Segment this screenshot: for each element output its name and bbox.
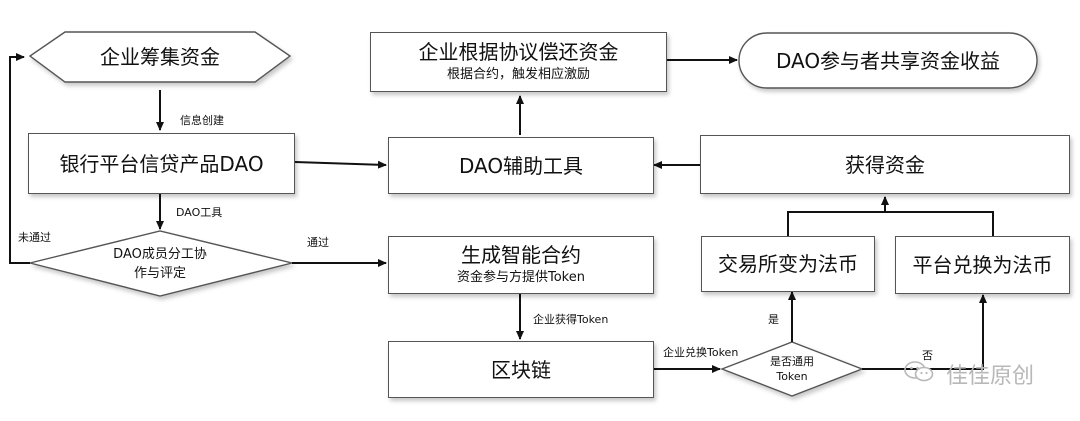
blockchain-node: 区块链 (388, 341, 654, 398)
edge-check-no (862, 294, 987, 370)
label-not-passed: 未通过 (18, 231, 51, 244)
contract-title: 生成智能合约 (461, 243, 581, 267)
repay-node: 企业根据协议偿还资金 根据合约，触发相应激励 (370, 32, 667, 92)
repay-title: 企业根据协议偿还资金 (418, 40, 619, 64)
label-exchange-token: 企业兑换Token (663, 346, 739, 359)
label-info-create: 信息创建 (180, 114, 224, 127)
exchange-fiat-node: 交易所变为法币 (701, 236, 875, 292)
edge-review-not-passed (9, 53, 30, 264)
label-no: 否 (922, 349, 933, 362)
repay-subtitle: 根据合约，触发相应激励 (446, 67, 590, 82)
share-returns-oval (738, 32, 1038, 89)
review-text-line1: DAO成员分工协 (113, 247, 207, 262)
share-returns-text: DAO参与者共享资金收益 (775, 48, 1001, 73)
edge-bank-to-tool (294, 160, 387, 169)
token-check-node: 是否通用 Token (742, 350, 842, 388)
review-text-line2: 作与评定 (133, 266, 186, 281)
dao-tool-text: DAO辅助工具 (458, 153, 584, 178)
label-get-token: 企业获得Token (533, 313, 609, 326)
label-yes: 是 (768, 313, 779, 326)
platform-fiat-node: 平台兑换为法币 (895, 236, 1070, 294)
label-dao-tool: DAO工具 (176, 206, 223, 219)
share-returns-node: DAO参与者共享资金收益 (739, 33, 1037, 88)
get-funds-text: 获得资金 (845, 152, 925, 177)
get-funds-node: 获得资金 (700, 135, 1070, 194)
raise-funds-text: 企业筹集资金 (100, 45, 220, 69)
wechat-logo-icon (903, 359, 935, 389)
bank-dao-text: 银行平台信贷产品DAO (59, 151, 264, 176)
watermark-text: 佳佳原创 (946, 364, 1035, 389)
label-passed: 通过 (307, 236, 329, 249)
edge-platform-join (885, 211, 994, 236)
contract-subtitle: 资金参与方提供Token (457, 270, 585, 285)
exchange-fiat-text: 交易所变为法币 (718, 252, 858, 276)
token-check-line1: 是否通用 (770, 355, 814, 368)
raise-funds-hexagon (28, 31, 292, 83)
watermark: 佳佳原创 (903, 358, 1034, 390)
dao-tool-node: DAO辅助工具 (388, 137, 654, 194)
platform-fiat-text: 平台兑换为法币 (912, 253, 1053, 277)
contract-node: 生成智能合约 资金参与方提供Token (388, 236, 654, 294)
token-check-line2: Token (776, 370, 808, 383)
bank-dao-node: 银行平台信贷产品DAO (28, 133, 295, 194)
edge-exchange-join (787, 211, 885, 236)
raise-funds-node: 企业筹集资金 (30, 32, 290, 82)
blockchain-text: 区块链 (491, 357, 551, 382)
review-node: DAO成员分工协 作与评定 (60, 240, 260, 288)
